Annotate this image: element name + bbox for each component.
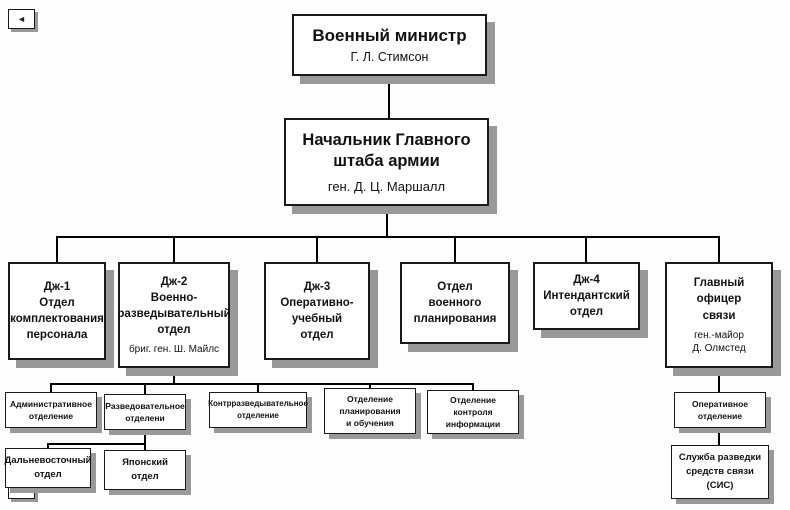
connector-drop-g1 bbox=[56, 238, 58, 262]
connector-g2-sections bbox=[173, 368, 175, 383]
scan-marker-top-left-icon: ◄ bbox=[8, 9, 35, 29]
connector-drop-counterintel bbox=[257, 385, 259, 392]
connector-drop-japan bbox=[144, 445, 146, 450]
marker-glyph: ◄ bbox=[17, 14, 26, 24]
connector-main-horizontal bbox=[56, 236, 720, 238]
connector-drop-admin bbox=[50, 385, 52, 392]
connector-sections-horizontal bbox=[50, 383, 474, 385]
connector-drop-signal bbox=[718, 238, 720, 262]
connector-drop-intel bbox=[144, 385, 146, 394]
node-person: Г. Л. Стимсон bbox=[350, 49, 429, 64]
node-title: Военный министр bbox=[312, 26, 467, 46]
connector-drop-g4 bbox=[585, 238, 587, 262]
connector-minister-chief bbox=[388, 76, 390, 118]
connector-lower-horizontal bbox=[47, 443, 146, 445]
node-person: ген. Д. Ц. Маршалл bbox=[327, 179, 446, 195]
marker-glyph: ◄ bbox=[17, 483, 26, 493]
connector-drop-far-east bbox=[47, 445, 49, 448]
connector-drop-planning bbox=[369, 385, 371, 388]
connector-drop-g2 bbox=[173, 238, 175, 262]
connector-signal-ops bbox=[718, 368, 720, 392]
connector-intel-lower bbox=[144, 430, 146, 443]
connector-drop-g3 bbox=[316, 238, 318, 262]
connector-ops-sis bbox=[718, 428, 720, 445]
node-person: бриг. ген. Ш. Майлс bbox=[128, 344, 220, 356]
connector-chief-trunk bbox=[386, 206, 388, 236]
connector-drop-war-planning bbox=[454, 238, 456, 262]
node-war-minister: Военный министр Г. Л. Стимсон bbox=[292, 14, 487, 76]
connector-drop-info-control bbox=[472, 385, 474, 390]
